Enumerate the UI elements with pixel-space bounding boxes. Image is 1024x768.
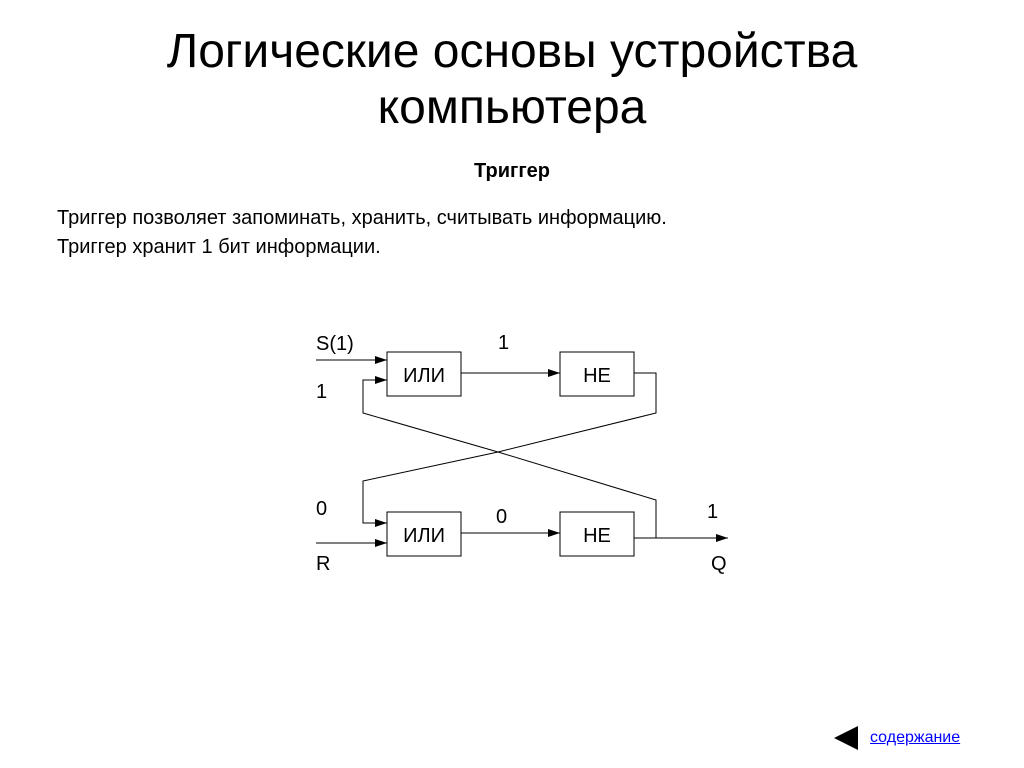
- input-s-value: 1: [316, 381, 327, 403]
- input-s-label: S(1): [316, 333, 354, 355]
- not-gate-top: [559, 351, 635, 397]
- contents-link[interactable]: содержание: [870, 729, 961, 746]
- triangle-left-icon[interactable]: [834, 726, 858, 750]
- not-gate-bottom: [559, 511, 635, 557]
- feedback-wire-bottom-to-top: [362, 376, 657, 538]
- output-q-label: Q: [711, 553, 727, 575]
- not-gate-top-label: НЕ: [583, 365, 611, 387]
- description-line-1: Триггер позволяет запоминать, хранить, с…: [57, 207, 667, 229]
- title-line-2: компьютера: [377, 81, 647, 134]
- section-subtitle: Триггер: [474, 160, 550, 182]
- title-line-1: Логические основы устройства: [166, 25, 858, 78]
- or-gate-bottom-label: ИЛИ: [403, 525, 445, 547]
- feedback-bottom-value: 0: [316, 498, 327, 520]
- bottom-mid-value: 0: [496, 506, 507, 528]
- navigation: содержание: [834, 726, 960, 750]
- top-mid-value: 1: [498, 332, 509, 354]
- not-gate-bottom-label: НЕ: [583, 525, 611, 547]
- or-gate-bottom: [386, 511, 462, 557]
- output-q-value: 1: [707, 501, 718, 523]
- or-gate-top-label: ИЛИ: [403, 365, 445, 387]
- description-text: Триггер позволяет запоминать, хранить, с…: [57, 204, 667, 262]
- or-gate-top: [386, 351, 462, 397]
- page-title: Логические основы устройства компьютера: [0, 24, 1024, 136]
- input-r-label: R: [316, 553, 330, 575]
- description-line-2: Триггер хранит 1 бит информации.: [57, 236, 381, 258]
